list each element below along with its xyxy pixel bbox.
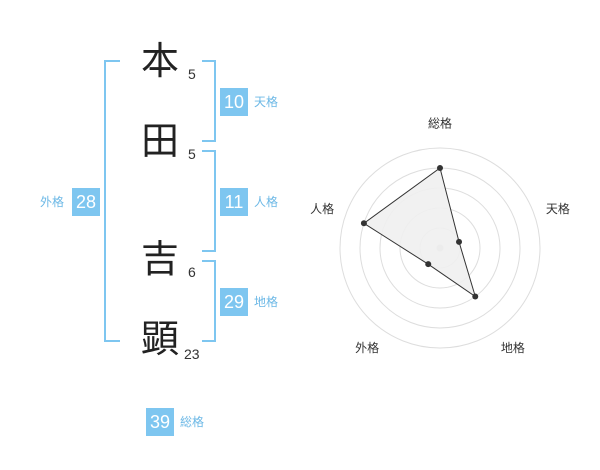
tenkaku-value: 10 [220, 88, 248, 116]
radar-axis-label-5: 人格 [310, 201, 334, 216]
radar-point-1 [437, 165, 443, 171]
stroke-count-3: 6 [188, 264, 196, 280]
radar-point-5 [360, 220, 367, 227]
radar-area [363, 167, 477, 298]
radar-axis-label-2: 天格 [546, 201, 570, 216]
name-char-4: 顕 [140, 317, 179, 361]
soukaku-label: 総格 [180, 415, 205, 429]
stroke-count-1: 5 [188, 66, 196, 82]
radar-point-3 [472, 293, 479, 300]
chikaku-label: 地格 [254, 295, 279, 309]
radar-axis-label-1: 総格 [428, 116, 452, 131]
chikaku-value: 29 [220, 288, 248, 316]
stroke-count-4: 23 [184, 346, 200, 362]
radar-point-2 [456, 238, 463, 245]
tenkaku-label: 天格 [254, 95, 279, 109]
radar-axis-label-4: 外格 [355, 340, 379, 355]
soukaku-value: 39 [146, 408, 174, 436]
tenkaku-bracket [202, 60, 216, 142]
radar-axis-label-3: 地格 [501, 340, 525, 355]
jinkaku-value: 11 [220, 188, 248, 216]
gaikaku-value: 28 [72, 188, 100, 216]
name-char-2: 田 [140, 119, 179, 163]
chikaku-bracket [202, 260, 216, 342]
jinkaku-label: 人格 [254, 195, 279, 209]
radar-point-4 [425, 261, 432, 268]
name-char-1: 本 [140, 39, 179, 83]
jinkaku-bracket [202, 150, 216, 252]
gaikaku-bracket [104, 60, 120, 342]
name-char-3: 吉 [140, 237, 179, 281]
radar-ring-5 [339, 147, 541, 349]
stroke-count-2: 5 [188, 146, 196, 162]
gaikaku-label: 外格 [40, 195, 65, 209]
radar-points [360, 165, 479, 300]
